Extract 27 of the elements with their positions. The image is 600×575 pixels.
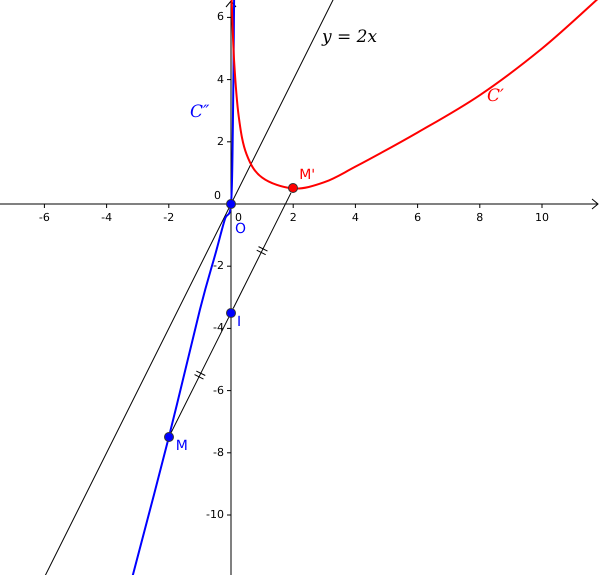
tick-label: 2 bbox=[290, 212, 297, 223]
line-segment bbox=[170, 316, 230, 434]
tick-label: -8 bbox=[213, 446, 224, 458]
curve-label: C″ bbox=[190, 104, 210, 121]
tick-label: -6 bbox=[38, 212, 50, 223]
equation-label: y = 2x bbox=[322, 29, 378, 46]
tick-label: 2 bbox=[217, 136, 224, 147]
tick-label: -2 bbox=[213, 260, 224, 272]
point-label: M' bbox=[299, 168, 316, 182]
tick-label: 4 bbox=[352, 212, 359, 223]
point-label: M bbox=[176, 439, 188, 454]
tick-label: -2 bbox=[163, 212, 174, 223]
tick-label: -4 bbox=[101, 212, 112, 223]
tick-label: 0 bbox=[214, 190, 221, 201]
tick-label: 6 bbox=[217, 11, 224, 22]
tick-label: 0 bbox=[235, 212, 242, 223]
line-segment bbox=[232, 192, 292, 309]
tick-label: 6 bbox=[414, 212, 422, 223]
tick-label: -4 bbox=[213, 322, 224, 334]
curve-label: C′ bbox=[487, 88, 504, 105]
tick-label: 8 bbox=[476, 212, 484, 223]
point-label: I bbox=[237, 314, 242, 329]
tick-label: 4 bbox=[217, 74, 224, 85]
tick-label: -6 bbox=[213, 384, 224, 396]
tick-label: 10 bbox=[535, 212, 549, 223]
tick-label: -10 bbox=[206, 509, 224, 520]
point-label: O bbox=[235, 222, 246, 236]
